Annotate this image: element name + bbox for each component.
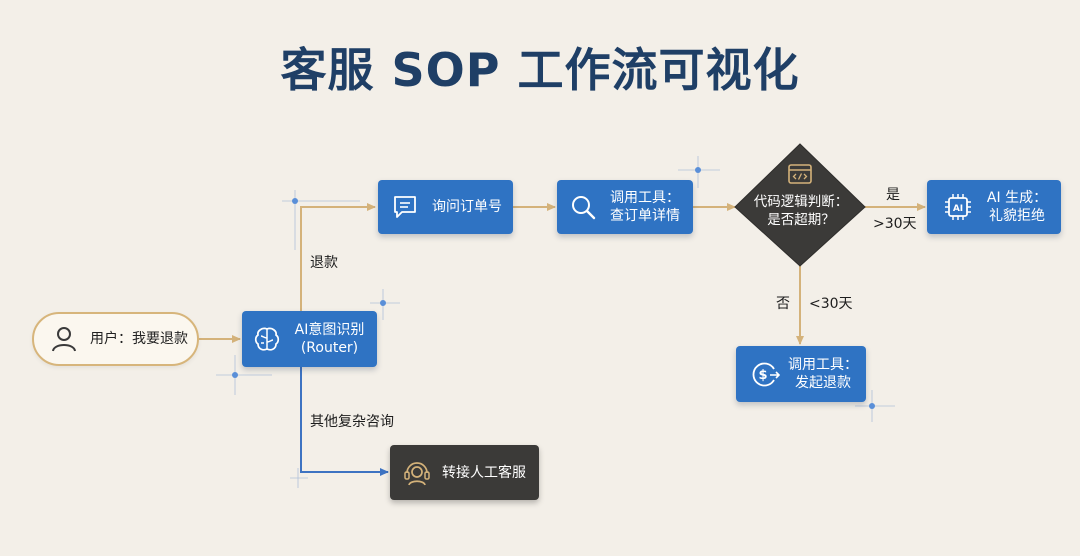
edge-label-under-30: <30天 [809, 296, 853, 312]
decision-line2: 是否超期？ [767, 212, 835, 228]
router-node-line1: AI意图识别 [294, 322, 365, 338]
edge-label-no: 否 [776, 296, 790, 312]
query-order-line1: 调用工具： [610, 190, 680, 206]
chip-icon: AI [943, 192, 973, 222]
refund-icon: $ [750, 359, 780, 389]
ai-reject-line2: 礼貌拒绝 [989, 208, 1045, 224]
router-node-line2: (Router) [300, 340, 359, 356]
refund-line2: 发起退款 [795, 375, 851, 391]
refund-node: $ 调用工具： 发起退款 [736, 346, 866, 402]
user-node: 用户：我要退款 [32, 312, 199, 366]
edge-router-human [300, 367, 389, 476]
decision-line1: 代码逻辑判断： [753, 194, 849, 210]
svg-text:$: $ [758, 368, 767, 383]
edge-label-other: 其他复杂咨询 [310, 414, 394, 430]
edge-label-refund: 退款 [310, 255, 338, 271]
ai-reject-line1: AI 生成： [986, 190, 1048, 206]
human-handoff-label: 转接人工客服 [442, 464, 526, 481]
brain-icon [252, 324, 282, 354]
query-order-node: 调用工具： 查订单详情 [557, 180, 693, 234]
code-icon [788, 164, 812, 184]
user-icon [50, 325, 78, 353]
ai-reject-node: AI AI 生成： 礼貌拒绝 [927, 180, 1061, 234]
query-order-line2: 查订单详情 [610, 208, 680, 224]
decor-sparkles [232, 167, 875, 409]
decision-diamond [734, 143, 866, 267]
ask-order-label: 询问订单号 [432, 199, 502, 215]
edge-label-over-30: >30天 [873, 216, 917, 232]
human-handoff-node: 转接人工客服 [390, 445, 539, 500]
refund-line1: 调用工具： [788, 357, 858, 373]
router-node: AI意图识别 (Router) [242, 311, 377, 367]
headset-icon [402, 458, 432, 488]
decision-label: 代码逻辑判断： 是否超期？ [746, 193, 856, 229]
search-icon [569, 193, 597, 221]
chat-icon [390, 192, 420, 222]
edge-router-ask-order [300, 203, 376, 311]
page-title: 客服 SOP 工作流可视化 [280, 43, 800, 97]
svg-text:AI: AI [953, 204, 963, 214]
ask-order-node: 询问订单号 [378, 180, 513, 234]
user-node-label: 用户：我要退款 [90, 331, 188, 347]
edge-label-yes: 是 [886, 187, 900, 203]
